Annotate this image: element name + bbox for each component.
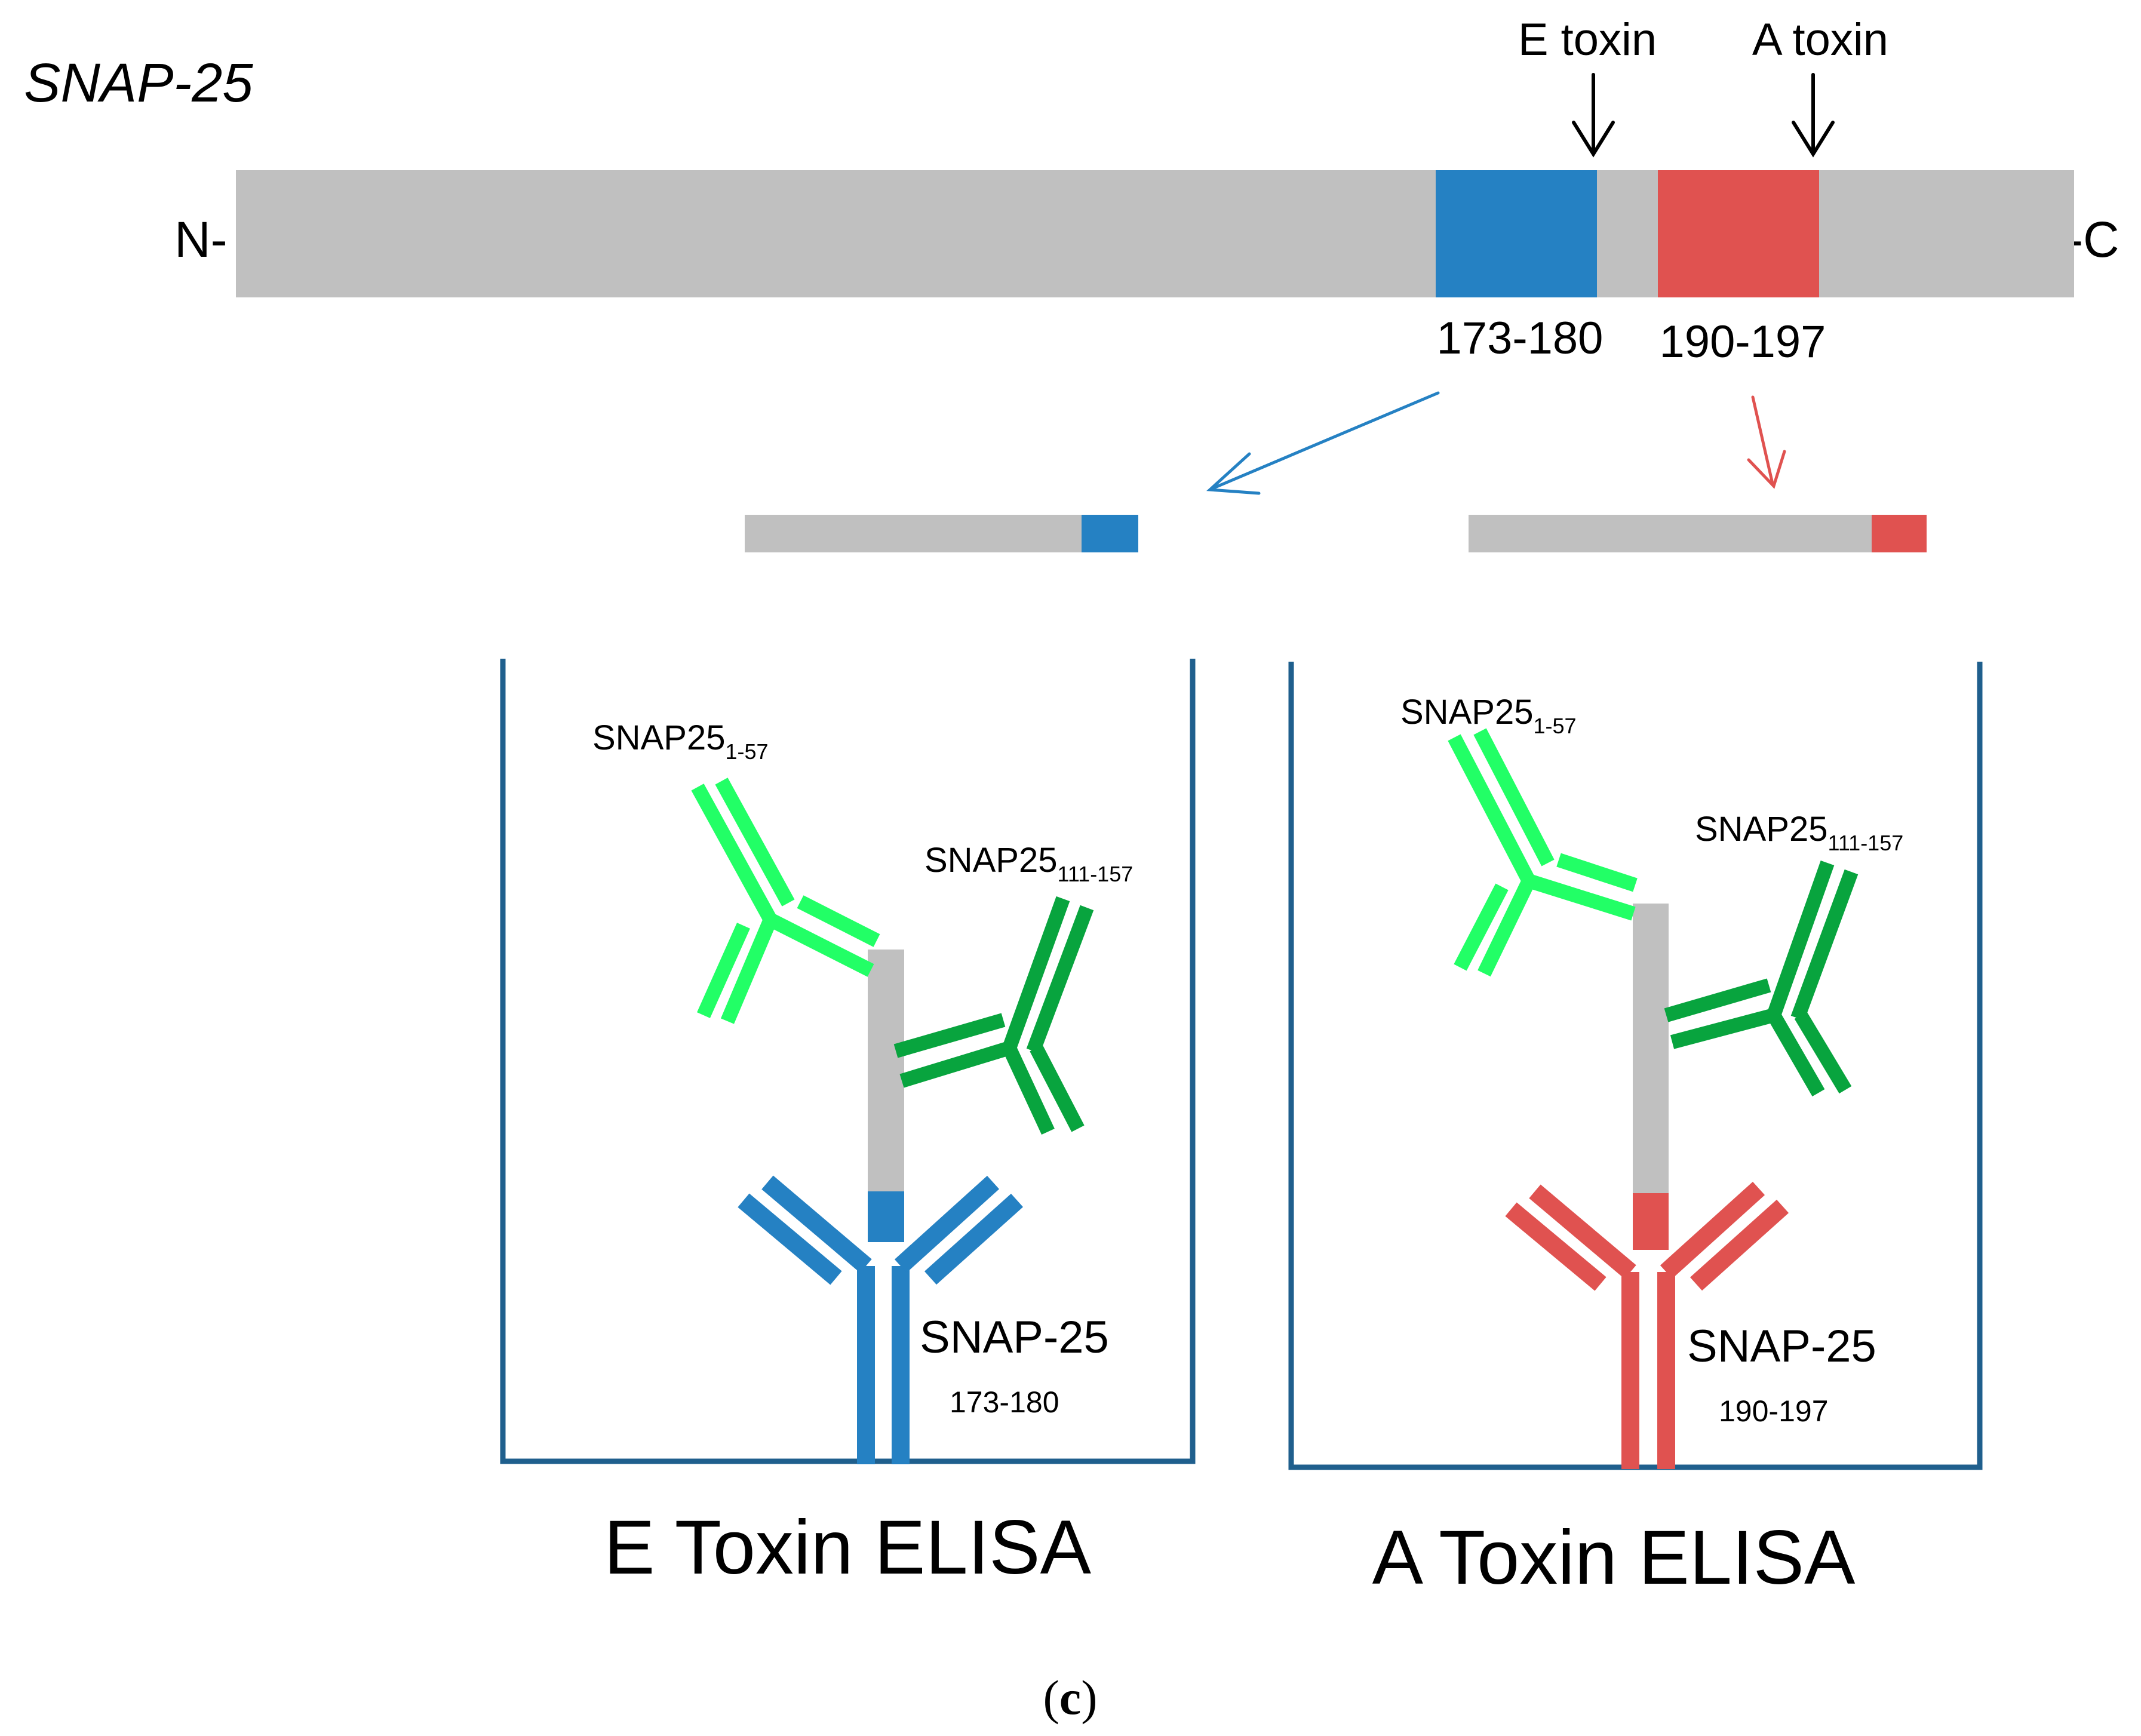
a-capture-antibody-range: 190-197 xyxy=(1719,1394,1829,1428)
a-capture-antibody-label: SNAP-25 xyxy=(1687,1321,1876,1372)
a-well-substrate xyxy=(1633,904,1669,1193)
e-upper-antibody-label: SNAP251-57 xyxy=(592,718,769,764)
e-capture-antibody-range: 173-180 xyxy=(950,1385,1059,1419)
e-upper-detection-antibody xyxy=(691,778,880,1024)
panel-label: (c) xyxy=(1043,1670,1097,1725)
red-region-range: 190-197 xyxy=(1660,317,1826,367)
blue-product-arrow xyxy=(1206,391,1440,495)
e-well-substrate xyxy=(868,950,904,1191)
e-lower-antibody-label: SNAP25111-157 xyxy=(924,841,1133,886)
a-toxin-elisa-title: A Toxin ELISA xyxy=(1372,1515,1856,1600)
e-cleaved-fragment xyxy=(745,515,1082,552)
a-toxin-arrow xyxy=(1792,73,1835,158)
e-well-substrate-end xyxy=(868,1191,904,1242)
a-lower-detection-antibody xyxy=(1664,861,1859,1096)
e-toxin-label: E toxin xyxy=(1518,14,1657,65)
n-terminus-label: N- xyxy=(174,211,228,268)
e-cleavage-region xyxy=(1436,170,1597,297)
a-cleavage-region xyxy=(1658,170,1819,297)
e-capture-antibody-label: SNAP-25 xyxy=(920,1312,1109,1363)
e-fragment-end xyxy=(1082,515,1138,552)
a-lower-antibody-label: SNAP25111-157 xyxy=(1695,810,1903,855)
blue-region-range: 173-180 xyxy=(1437,313,1604,364)
e-lower-detection-antibody xyxy=(893,896,1094,1135)
red-product-arrow xyxy=(1747,395,1786,489)
a-cleaved-fragment xyxy=(1469,515,1872,552)
a-well-substrate-end xyxy=(1633,1193,1669,1250)
c-terminus-label: -C xyxy=(2066,211,2120,268)
e-elisa-well xyxy=(500,659,1196,1464)
e-toxin-arrow xyxy=(1572,73,1615,158)
a-fragment-end xyxy=(1872,515,1927,552)
a-capture-antibody xyxy=(1505,1181,1789,1469)
e-capture-antibody xyxy=(738,1175,1024,1464)
a-upper-antibody-label: SNAP251-57 xyxy=(1400,693,1577,738)
a-upper-detection-antibody xyxy=(1448,728,1638,977)
e-toxin-elisa-title: E Toxin ELISA xyxy=(604,1505,1092,1590)
a-toxin-label: A toxin xyxy=(1752,14,1888,65)
protein-name: SNAP-25 xyxy=(24,53,253,113)
